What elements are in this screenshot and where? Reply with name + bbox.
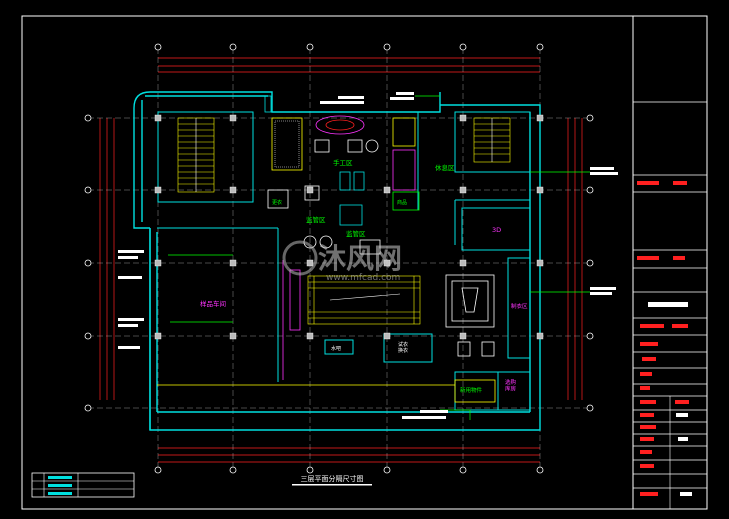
grid-bubbles (84, 43, 594, 474)
label-studio: 制衣区 (511, 302, 528, 310)
right-dimensions (567, 118, 583, 400)
label-shopping: 选购库房 (505, 378, 517, 393)
label-production-room: 样品车间 (200, 299, 226, 308)
watermark-url: www.mfcad.com (326, 273, 400, 283)
label-craft-area: 手工区 (333, 158, 353, 167)
leaders (168, 95, 590, 420)
escalator (307, 275, 421, 325)
stair-right (473, 117, 511, 163)
top-dimensions (158, 57, 540, 73)
label-water-bar: 水吧 (331, 345, 341, 352)
watermark: 沐风网 www.mfcad.com (282, 240, 402, 283)
annotation-bars (118, 92, 618, 486)
drawing-border (21, 15, 708, 510)
label-storage: 商品 (397, 199, 407, 206)
stair-left (177, 117, 215, 193)
label-fitting: 试衣换衣 (398, 341, 408, 354)
columns (154, 114, 544, 340)
label-cloakroom: 更衣 (272, 199, 282, 206)
watermark-brand: 沐风网 (318, 242, 402, 275)
title-block (632, 16, 707, 509)
room-labels: 休息区 手工区 监管区 监管区 样品车间 3D 制衣区 水吧 试衣换衣 商品 更… (200, 158, 528, 394)
label-3d-room: 3D (492, 226, 501, 234)
bottom-dimensions (158, 447, 540, 463)
label-control-area-2: 监管区 (346, 229, 366, 238)
label-control-area-1: 监管区 (306, 215, 326, 224)
label-lounge-area: 休息区 (435, 163, 455, 172)
label-stair-hall: 新用物件 (460, 386, 483, 394)
left-dimensions (99, 118, 115, 400)
furniture (157, 95, 496, 403)
drawing-title: 三层平面分隔尺寸图 (301, 474, 364, 483)
legend-table (31, 472, 135, 498)
